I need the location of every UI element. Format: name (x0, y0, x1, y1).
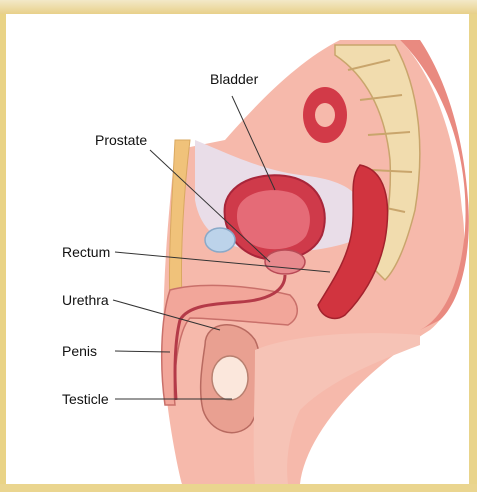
label-bladder: Bladder (210, 71, 259, 87)
intestine-lumen (315, 103, 335, 127)
label-penis: Penis (62, 343, 97, 359)
testicle (212, 356, 248, 400)
label-rectum: Rectum (62, 244, 110, 260)
label-testicle: Testicle (62, 391, 109, 407)
label-prostate: Prostate (95, 132, 147, 148)
bladder-inner (237, 190, 310, 249)
pubic-bone (205, 228, 235, 252)
prostate (265, 250, 305, 274)
label-urethra: Urethra (62, 292, 109, 308)
